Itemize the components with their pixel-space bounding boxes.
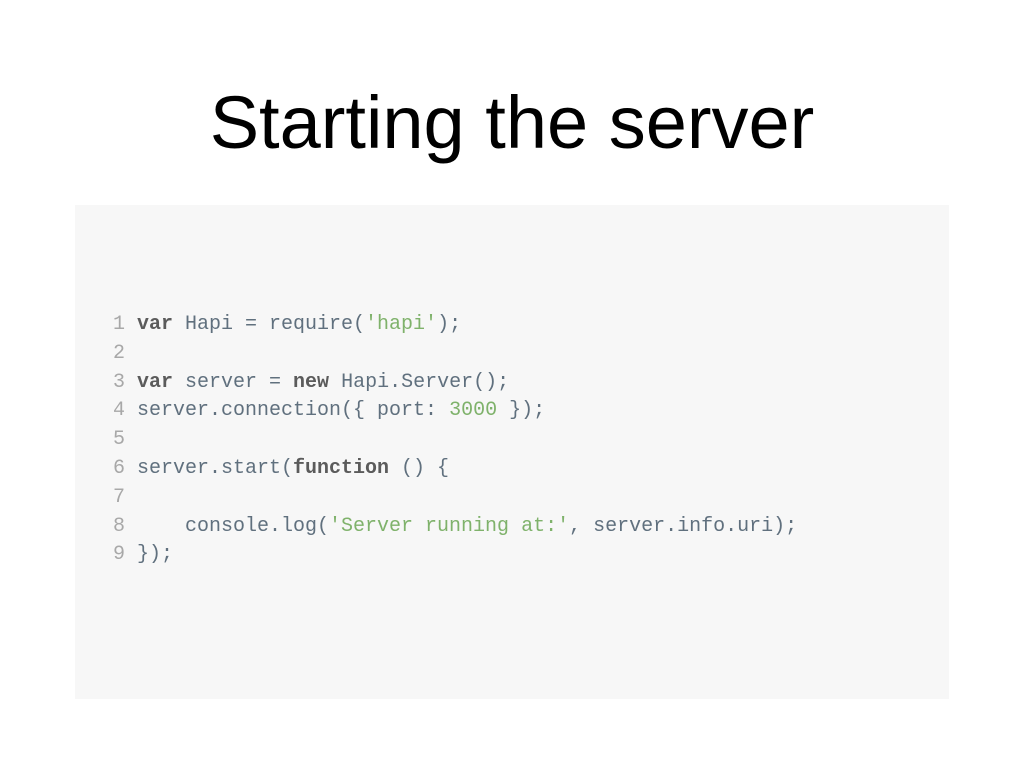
code-token: server.connection({ port: (137, 399, 450, 423)
code-token: server = (173, 370, 294, 394)
line-number: 6 (112, 456, 125, 480)
code-token: 'Server running at:' (329, 514, 570, 538)
code-token: 3000 (449, 399, 498, 423)
line-number: 8 (112, 514, 125, 538)
code-block: 1 var Hapi = require('hapi'); 2 3 var server… (105, 311, 797, 570)
code-panel: 1 var Hapi = require('hapi'); 2 3 var server… (75, 205, 949, 699)
slide-title: Starting the server (209, 81, 815, 164)
code-token: new (293, 370, 330, 394)
line-number: 2 (112, 341, 125, 365)
code-line: 5 (105, 426, 797, 455)
code-line: 3 var server = new Hapi.Server(); (105, 369, 797, 398)
code-line: 2 (105, 340, 797, 369)
line-number: 7 (112, 485, 125, 509)
line-number: 1 (112, 313, 125, 336)
code-token: var (137, 313, 174, 336)
code-line: 7 (105, 484, 797, 513)
code-token: function (293, 456, 390, 480)
line-number: 5 (112, 428, 125, 452)
line-number: 9 (112, 543, 125, 567)
code-line: 8 console.log('Server running at:', serv… (105, 513, 797, 542)
code-token: console.log( (137, 514, 330, 538)
code-token: Hapi = require( (173, 313, 366, 336)
code-token: ); (437, 313, 462, 336)
code-token: 'hapi' (365, 313, 438, 336)
line-number: 4 (112, 399, 125, 423)
line-number: 3 (112, 370, 125, 394)
code-line: 9}); (105, 541, 797, 570)
code-line: 4 server.connection({ port: 3000 }); (105, 397, 797, 426)
code-line: 6 server.start(function () { (105, 455, 797, 484)
code-token: }); (497, 399, 546, 423)
code-token: }); (137, 543, 174, 567)
code-line: 1 var Hapi = require('hapi'); (105, 311, 797, 340)
code-token: server.start( (137, 456, 294, 480)
code-token: , server.info.uri); (569, 514, 798, 538)
code-token: () { (389, 456, 450, 480)
code-token: Hapi.Server(); (329, 370, 510, 394)
code-token: var (137, 370, 174, 394)
